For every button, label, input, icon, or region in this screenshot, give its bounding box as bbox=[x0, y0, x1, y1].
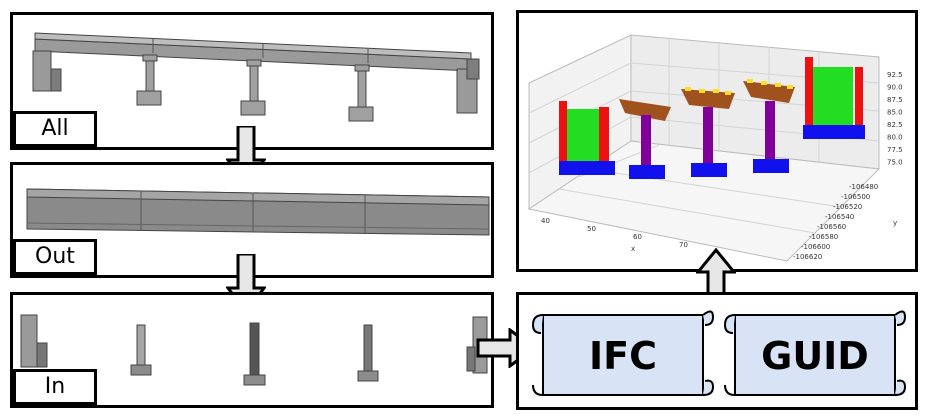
y-axis-tick-label: -106620 bbox=[793, 253, 822, 261]
bridge-model-full bbox=[32, 32, 480, 122]
y-axis-tick-label: -106520 bbox=[833, 203, 862, 211]
z-axis-tick-label: 92.5 bbox=[887, 71, 903, 79]
y-axis-tick-label: -106580 bbox=[809, 233, 838, 241]
scroll-icon bbox=[531, 310, 715, 396]
x-axis-tick-label: 50 bbox=[587, 225, 596, 233]
panel-in: In bbox=[10, 292, 494, 408]
y-axis-tick-label: -106560 bbox=[817, 223, 846, 231]
x-axis-label: x bbox=[631, 245, 635, 253]
scroll-icon bbox=[723, 310, 907, 396]
scroll-guid-text: GUID bbox=[761, 334, 869, 378]
y-axis-tick-label: -106600 bbox=[801, 243, 830, 251]
z-axis-tick-label: 75.0 bbox=[887, 159, 903, 167]
label-in: In bbox=[13, 369, 97, 405]
label-out: Out bbox=[13, 239, 97, 275]
y-axis-tick-label: -106500 bbox=[841, 193, 870, 201]
scroll-ifc-text: IFC bbox=[589, 334, 657, 378]
z-axis-tick-label: 90.0 bbox=[887, 84, 903, 92]
z-axis-tick-label: 80.0 bbox=[887, 134, 903, 142]
label-all: All bbox=[13, 111, 97, 147]
panel-ifc-guid: IFC GUID bbox=[516, 292, 918, 410]
y-axis-tick-label: -106480 bbox=[849, 183, 878, 191]
z-axis-tick-label: 82.5 bbox=[887, 121, 903, 129]
scrolls: IFC GUID bbox=[531, 310, 907, 396]
y-axis-label: y bbox=[893, 219, 897, 227]
z-axis-tick-label: 77.5 bbox=[887, 146, 903, 154]
y-axis-tick-label: -106540 bbox=[825, 213, 854, 221]
x-axis-tick-label: 70 bbox=[679, 241, 688, 249]
z-axis-tick-label: 87.5 bbox=[887, 96, 903, 104]
z-axis-tick-label: 85.0 bbox=[887, 109, 903, 117]
panel-3d-plot: 92.5 90.0 87.5 85.0 82.5 80.0 77.5 75.0 -106480… bbox=[516, 10, 918, 272]
x-axis-tick-label: 40 bbox=[541, 217, 550, 225]
plot-3d: 92.5 90.0 87.5 85.0 82.5 80.0 77.5 75.0 -106480… bbox=[527, 34, 903, 262]
x-axis-tick-label: 60 bbox=[633, 233, 642, 241]
bridge-model-outer bbox=[26, 188, 490, 236]
